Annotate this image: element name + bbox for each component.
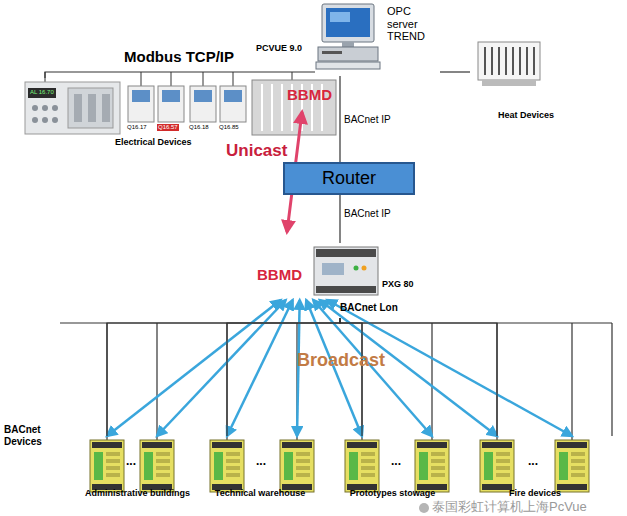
- node-text: OPC server TREND: [387, 5, 431, 43]
- device-tag: Q16.18: [189, 124, 209, 131]
- bacnet-device: [345, 440, 379, 492]
- bbmd-label: BBMD: [257, 266, 302, 283]
- monitor: [322, 4, 374, 42]
- bacnet-device: [90, 440, 124, 492]
- broadcast-label: Broadcast: [297, 350, 385, 371]
- network-link: [45, 72, 315, 78]
- bacnet-device: [140, 440, 174, 492]
- stand: [342, 42, 354, 47]
- drive-slot: [322, 51, 342, 54]
- protocol-label: BACnet IP: [344, 208, 391, 220]
- device-tag: Q16.85: [219, 124, 239, 131]
- breaker-rack: [252, 80, 336, 135]
- switchboard-panel: [25, 82, 120, 134]
- display-readout: AL 16.70: [30, 89, 54, 96]
- meter-units: [128, 86, 246, 122]
- network-link: [340, 318, 497, 436]
- node-text: Administrative buildings: [75, 488, 200, 498]
- screen: [326, 8, 370, 37]
- network-link: [339, 195, 340, 243]
- network-link: [107, 318, 340, 436]
- bacnet-device: [415, 440, 449, 492]
- node-text: Fire devices: [465, 488, 605, 498]
- node-text: Prototypes stowage: [330, 488, 455, 498]
- protocol-label: BACnet IP: [344, 114, 391, 126]
- node-text: Electrical Devices: [115, 137, 192, 147]
- watermark: 泰国彩虹计算机上海PcVue: [432, 500, 587, 515]
- bbmd-label: BBMD: [287, 86, 332, 103]
- network-link: [339, 76, 340, 162]
- broadcast-arrows: [107, 300, 572, 436]
- device-group: Fire devices: [465, 436, 605, 506]
- bacnet-device: [480, 440, 514, 492]
- node-text: Technical warehouse: [200, 488, 320, 498]
- desktop-case: [318, 47, 378, 61]
- unicast-label: Unicast: [226, 141, 287, 161]
- node-text: Router: [285, 168, 413, 189]
- router-box: Router: [283, 162, 415, 195]
- heat-device-icon: [478, 42, 540, 86]
- keyboard: [316, 62, 380, 69]
- network-link: [227, 318, 340, 436]
- device-group: Technical warehouse: [200, 436, 320, 506]
- heat-devices-node: Heat Devices: [470, 38, 560, 126]
- window: [330, 12, 350, 22]
- node-text: Heat Devices: [498, 110, 554, 120]
- device-group: Administrative buildings: [75, 436, 200, 506]
- bacnet-device: [555, 440, 589, 492]
- ellipsis: ...: [126, 455, 136, 469]
- network-link: [340, 318, 362, 436]
- bacnet-device-icons: [90, 440, 589, 492]
- computer-node: OPC server TREND: [315, 2, 440, 76]
- computer-icon: [316, 4, 380, 69]
- electrical-devices-illustration: [25, 72, 336, 135]
- software-label: PCVUE 9.0: [256, 43, 302, 53]
- device-group: Prototypes stowage: [330, 436, 455, 506]
- controller-node: PXG 80 BACnet Lon: [310, 243, 430, 318]
- node-text: BACnet Lon: [340, 302, 398, 314]
- ellipsis: ...: [391, 455, 401, 469]
- watermark-icon: [419, 503, 429, 513]
- device-tag: Q16.17: [127, 124, 147, 131]
- group-label: BACnet Devices: [4, 424, 52, 447]
- bacnet-device: [210, 440, 244, 492]
- node-text: PXG 80: [382, 279, 414, 289]
- ellipsis: ...: [256, 455, 266, 469]
- ellipsis: ...: [528, 455, 538, 469]
- protocol-label: Modbus TCP/IP: [124, 48, 234, 65]
- panel-display: [28, 88, 56, 98]
- device-tag: Q16.57: [157, 124, 179, 131]
- field-bus: [60, 323, 612, 440]
- bacnet-device: [280, 440, 314, 492]
- controller-icon: [314, 247, 378, 295]
- network-link: [440, 71, 470, 72]
